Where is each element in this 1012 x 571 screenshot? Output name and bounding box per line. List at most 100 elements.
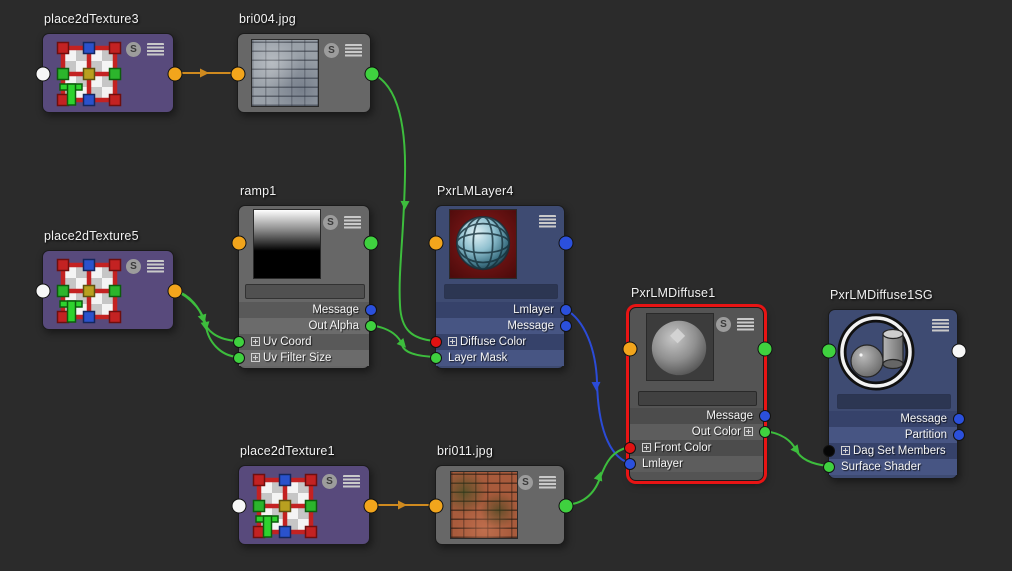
node-place2dtexture1[interactable]: place2dTexture1 S (231, 444, 379, 545)
node-place2dtexture3[interactable]: place2dTexture3 S (35, 12, 183, 113)
expand-icon[interactable] (251, 353, 260, 362)
attr-row-lmlayer[interactable]: Lmlayer (436, 302, 564, 318)
output-port[interactable] (364, 66, 380, 82)
swatch-badge-icon[interactable]: S (324, 43, 339, 58)
input-port[interactable] (428, 235, 444, 251)
input-port[interactable] (231, 235, 247, 251)
node-title[interactable]: PxrLMLayer4 (437, 184, 514, 198)
attr-row-diffuse-color[interactable]: Diffuse Color (436, 334, 564, 350)
menu-icon[interactable] (147, 43, 164, 56)
input-port[interactable] (821, 343, 837, 359)
node-body[interactable]: Lmlayer Message Diffuse Color Layer Mask (428, 205, 574, 369)
attr-row-lmlayer[interactable]: Lmlayer (630, 456, 763, 472)
menu-icon[interactable] (737, 318, 754, 331)
node-pxrlmlayer4[interactable]: PxrLMLayer4 (428, 184, 574, 369)
edge-pxrlmdiffuse1-outcolor-to-sg-surfaceshader[interactable] (763, 430, 829, 467)
expand-icon[interactable] (251, 337, 260, 346)
port-lmlayer[interactable] (624, 458, 636, 470)
node-title[interactable]: bri004.jpg (239, 12, 296, 26)
node-title[interactable]: place2dTexture3 (44, 12, 139, 26)
menu-icon[interactable] (343, 475, 360, 488)
swatch-badge-icon[interactable]: S (322, 474, 337, 489)
port-lmlayer[interactable] (560, 304, 572, 316)
edge-place2dtexture5-to-ramp1-uvcoord[interactable] (173, 289, 239, 342)
expand-icon[interactable] (642, 443, 651, 452)
rename-field[interactable] (444, 284, 558, 299)
output-port[interactable] (558, 498, 574, 514)
edge-place2dtexture5-to-ramp1-uvfiltersize[interactable] (173, 289, 239, 358)
swatch-badge-icon[interactable]: S (518, 475, 533, 490)
node-body[interactable]: S (35, 250, 183, 330)
node-pxrlmdiffuse1sg[interactable]: PxrLMDiffuse1SG (821, 288, 967, 479)
attr-row-layer-mask[interactable]: Layer Mask (436, 350, 564, 366)
menu-icon[interactable] (345, 44, 362, 57)
attr-row-partition[interactable]: Partition (829, 427, 957, 443)
menu-icon[interactable] (344, 216, 361, 229)
node-title[interactable]: place2dTexture1 (240, 444, 335, 458)
edge-pxrlmlayer4-lmlayer-to-pxrlmdiffuse1-lmlayer[interactable] (564, 308, 630, 464)
port-out-color[interactable] (759, 426, 771, 438)
port-message[interactable] (759, 410, 771, 422)
node-body[interactable]: S Message Out Alpha Uv Coord Uv Filter S… (231, 205, 379, 369)
port-layer-mask[interactable] (430, 352, 442, 364)
attr-row-message[interactable]: Message (829, 411, 957, 427)
attr-row-out-alpha[interactable]: Out Alpha (239, 318, 369, 334)
node-body[interactable]: S (231, 465, 379, 545)
menu-icon[interactable] (539, 476, 556, 489)
node-title[interactable]: bri011.jpg (437, 444, 493, 458)
port-partition[interactable] (953, 429, 965, 441)
port-front-color[interactable] (624, 442, 636, 454)
swatch-badge-icon[interactable]: S (323, 215, 338, 230)
output-port[interactable] (363, 235, 379, 251)
expand-icon[interactable] (744, 427, 753, 436)
menu-icon[interactable] (539, 215, 556, 228)
node-title[interactable]: ramp1 (240, 184, 277, 198)
node-body[interactable]: S (428, 465, 574, 545)
port-message[interactable] (365, 304, 377, 316)
node-title[interactable]: PxrLMDiffuse1SG (830, 288, 933, 302)
attr-row-dag-set-members[interactable]: Dag Set Members (829, 443, 957, 459)
port-uv-filter-size[interactable] (233, 352, 245, 364)
output-port[interactable] (167, 66, 183, 82)
input-port[interactable] (230, 66, 246, 82)
edge-bri011-to-pxrlmdiffuse1-frontcolor[interactable] (564, 446, 630, 506)
port-uv-coord[interactable] (233, 336, 245, 348)
node-bri011[interactable]: bri011.jpg S (428, 444, 574, 545)
attr-row-message[interactable]: Message (630, 408, 763, 424)
input-port[interactable] (35, 283, 51, 299)
node-body[interactable]: Message Partition Dag Set Members Surfac… (821, 309, 967, 479)
attr-row-message[interactable]: Message (436, 318, 564, 334)
swatch-badge-icon[interactable]: S (126, 42, 141, 57)
port-message[interactable] (953, 413, 965, 425)
node-title[interactable]: PxrLMDiffuse1 (631, 286, 716, 300)
edge-bri004-to-pxrlmlayer4-diffusecolor[interactable] (370, 72, 436, 342)
input-port[interactable] (231, 498, 247, 514)
swatch-badge-icon[interactable]: S (126, 259, 141, 274)
port-surface-shader[interactable] (823, 461, 835, 473)
attr-row-uv-coord[interactable]: Uv Coord (239, 334, 369, 350)
node-bri004[interactable]: bri004.jpg S (230, 12, 380, 113)
port-out-alpha[interactable] (365, 320, 377, 332)
rename-field[interactable] (638, 391, 757, 406)
rename-field[interactable] (245, 284, 365, 299)
rename-field[interactable] (837, 394, 951, 409)
input-port[interactable] (622, 341, 638, 357)
output-port[interactable] (558, 235, 574, 251)
port-message[interactable] (560, 320, 572, 332)
expand-icon[interactable] (448, 337, 457, 346)
attr-row-surface-shader[interactable]: Surface Shader (829, 459, 957, 475)
input-port[interactable] (428, 498, 444, 514)
output-port[interactable] (363, 498, 379, 514)
port-diffuse-color[interactable] (430, 336, 442, 348)
input-port[interactable] (35, 66, 51, 82)
expand-icon[interactable] (841, 446, 850, 455)
menu-icon[interactable] (147, 260, 164, 273)
node-place2dtexture5[interactable]: place2dTexture5 S (35, 229, 183, 330)
port-dag-set-members[interactable] (823, 445, 835, 457)
attr-row-uv-filter-size[interactable]: Uv Filter Size (239, 350, 369, 366)
attr-row-front-color[interactable]: Front Color (630, 440, 763, 456)
attr-row-out-color[interactable]: Out Color (630, 424, 763, 440)
node-body[interactable]: S Message Out Color Front Color Lmlayer (622, 307, 773, 481)
output-port[interactable] (951, 343, 967, 359)
